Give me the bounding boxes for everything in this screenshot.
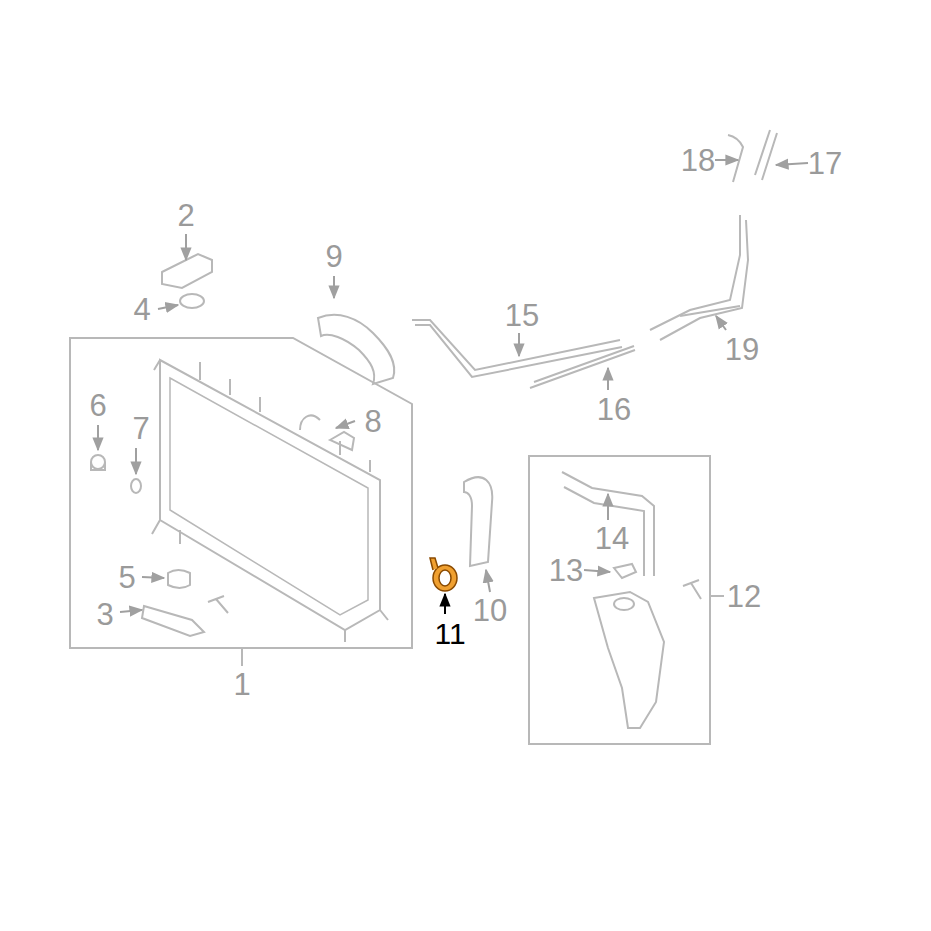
callout-number: 11 <box>432 619 467 649</box>
callout-number: 4 <box>131 294 152 325</box>
callout-number: 6 <box>87 390 108 421</box>
callout-number: 8 <box>362 406 383 437</box>
callout-number: 13 <box>547 555 585 586</box>
callout-number: 19 <box>723 334 761 365</box>
callout-number: 15 <box>503 300 541 331</box>
callout-number: 7 <box>130 413 151 444</box>
callout-number: 17 <box>806 148 844 179</box>
callout-number: 16 <box>595 394 633 425</box>
callout-number: 10 <box>471 595 509 626</box>
callout-number: 9 <box>323 241 344 272</box>
callout-number: 2 <box>175 200 196 231</box>
callout-number: 3 <box>94 599 115 630</box>
callout-number: 5 <box>116 562 137 593</box>
callout-number: 12 <box>725 581 763 612</box>
callout-number: 14 <box>593 523 631 554</box>
callout-number: 1 <box>231 669 252 700</box>
callout-number: 18 <box>679 145 717 176</box>
